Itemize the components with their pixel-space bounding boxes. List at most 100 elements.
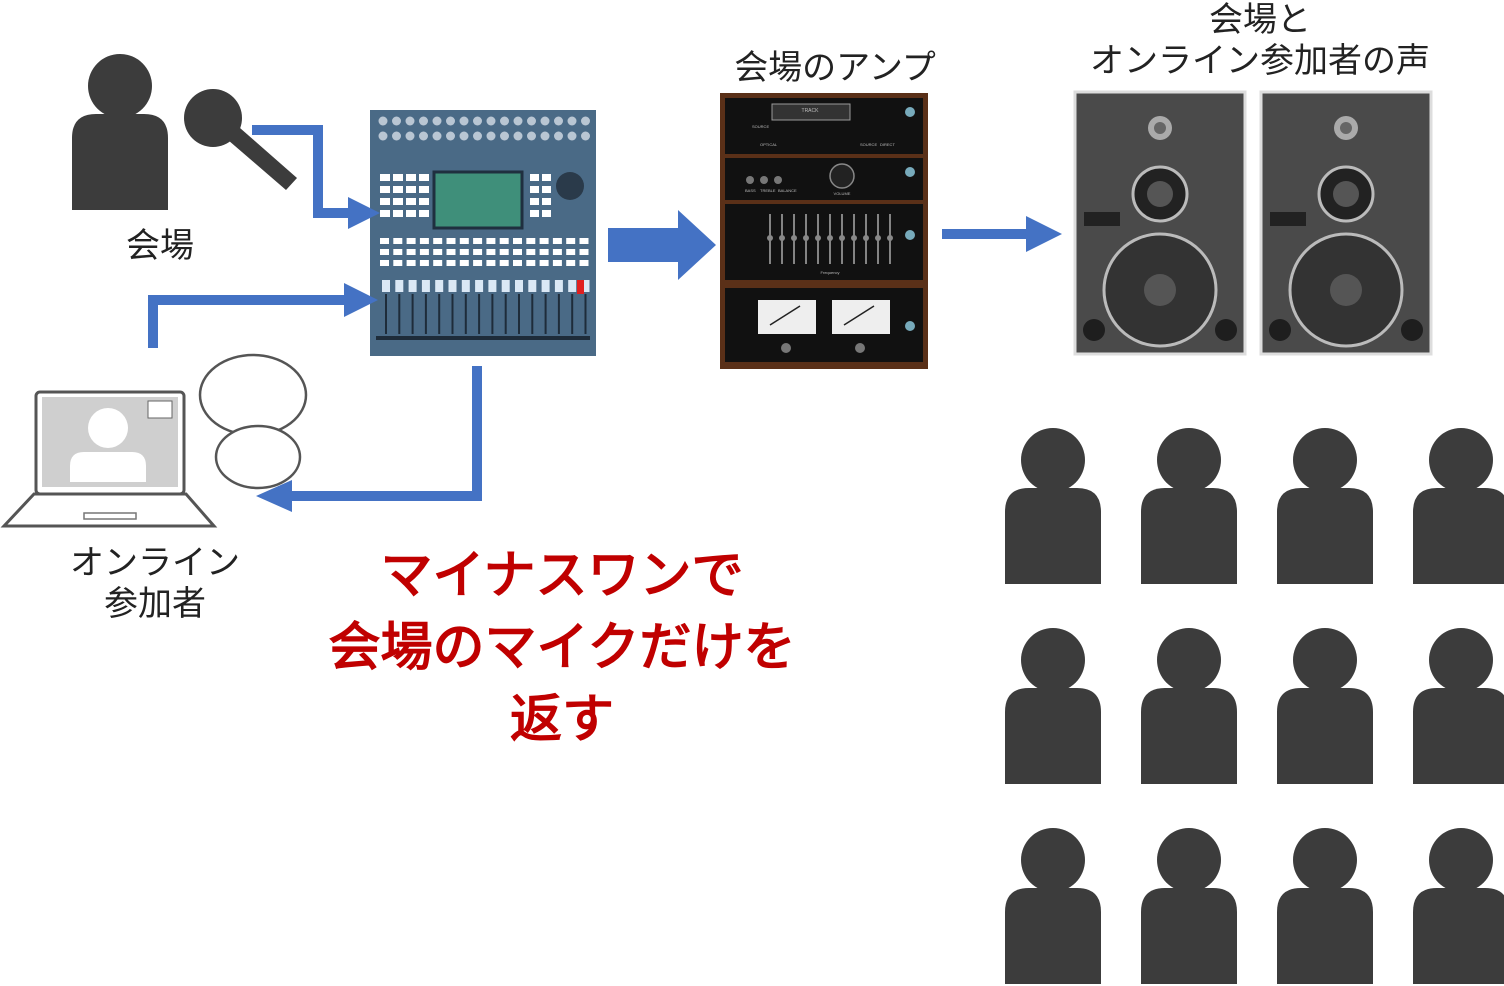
mixer-button [513, 238, 522, 244]
caption-line1: マイナスワンで [380, 546, 744, 606]
mixer-knob [459, 116, 469, 126]
mixer-button [419, 260, 429, 266]
mixer-knob [378, 116, 388, 126]
mixer-button [380, 210, 390, 217]
mixer-knob [513, 131, 523, 141]
mixer-button [380, 174, 390, 181]
mixer-knob [432, 131, 442, 141]
mixer-knob [446, 116, 455, 126]
eq-knob [851, 235, 857, 241]
mixer-knob [486, 116, 496, 126]
audience-group [1005, 428, 1504, 984]
mixer-button [539, 249, 549, 255]
mixer-button [552, 249, 562, 255]
fader-track [411, 294, 414, 334]
fader-cap [461, 280, 470, 292]
amp-volume-label: VOLUME [834, 191, 851, 196]
mixer-knob [540, 116, 550, 126]
fader-cap [488, 280, 497, 292]
mixer-button [433, 260, 443, 266]
mixer-console [370, 110, 596, 356]
mixer-knob [540, 131, 550, 141]
mixer-button [473, 260, 483, 266]
speaker-label-line2: オンライン参加者の声 [1090, 40, 1430, 81]
mixer-button [393, 210, 403, 217]
mixer-button [566, 238, 576, 244]
amp-label: 会場のアンプ [734, 48, 936, 88]
audience-person-icon [1277, 428, 1373, 584]
mixer-knob [500, 116, 509, 126]
speaker-label: 会場と オンライン参加者の声 [1060, 0, 1460, 82]
mixer-button [419, 198, 429, 205]
mic-to-mixer-arrow [252, 125, 350, 218]
fader-cap [554, 280, 563, 292]
fader-cap [448, 280, 457, 292]
amp-source-label: SOURCE [752, 124, 769, 129]
mixer-knob [567, 131, 577, 141]
fader-cap [475, 280, 484, 292]
fader-cap [435, 280, 444, 292]
amp-balance-label: BALANCE [778, 188, 797, 193]
mixer-button [406, 198, 416, 205]
eq-knob [779, 235, 785, 241]
mixer-to-amp-arrow [608, 210, 716, 280]
mixer-button [393, 238, 403, 244]
audience-person-icon [1005, 628, 1101, 784]
mixer-button [539, 238, 549, 244]
mixer-knob [473, 116, 482, 126]
fader-cap [515, 280, 523, 292]
fader-cap [568, 280, 577, 292]
mixer-button [393, 249, 403, 255]
mixer-button [499, 238, 509, 244]
venue-person-icon [72, 54, 168, 210]
fader-cap [395, 280, 404, 292]
mixer-knob [486, 131, 496, 141]
mixer-button [566, 249, 576, 255]
online-label-line2: 参加者 [104, 583, 206, 624]
speaker-left [1073, 90, 1247, 356]
mixer-button [526, 238, 536, 244]
mixer-button [393, 174, 403, 181]
mixer-bottom-strip [376, 336, 590, 340]
fader-track [398, 294, 401, 334]
mixer-button [579, 249, 589, 255]
mixer-button [539, 260, 549, 266]
mixer-button [530, 198, 539, 205]
mixer-button [406, 186, 416, 193]
audience-person-icon [1413, 628, 1504, 784]
microphone-icon [184, 89, 297, 190]
mixer-button [380, 238, 389, 244]
fader-track [464, 294, 467, 334]
arrow-lines [148, 125, 1030, 501]
fader-track [478, 294, 481, 334]
mixer-button [406, 174, 416, 181]
fader-cap [581, 280, 590, 292]
eq-knob [863, 235, 869, 241]
mixer-button [419, 249, 429, 255]
mixer-knob [554, 131, 563, 141]
amp-bass-label: BASS [745, 188, 756, 193]
mixer-to-online-arrow [290, 366, 482, 501]
mixer-button [419, 186, 429, 193]
mixer-button [393, 260, 403, 266]
mixer-button [486, 238, 496, 244]
fader-track [544, 294, 547, 334]
online-label-line1: オンライン [70, 543, 240, 583]
mixer-button [459, 260, 469, 266]
mixer-knob [419, 116, 428, 126]
online-to-mixer-arrow [148, 295, 348, 348]
mixer-button [486, 260, 496, 266]
audience-person-icon [1413, 828, 1504, 984]
mixer-button [542, 198, 551, 205]
fader-track [491, 294, 494, 334]
mixer-button [446, 249, 456, 255]
amp-optical-label: OPTICAL [760, 142, 778, 147]
fader-track [518, 294, 520, 334]
fader-track [424, 294, 427, 334]
mixer-button [393, 198, 403, 205]
mixer-knob [459, 131, 469, 141]
mixer-button [542, 174, 551, 181]
eq-knob [827, 235, 833, 241]
audience-person-icon [1005, 428, 1101, 584]
speech-bubbles [198, 353, 308, 490]
